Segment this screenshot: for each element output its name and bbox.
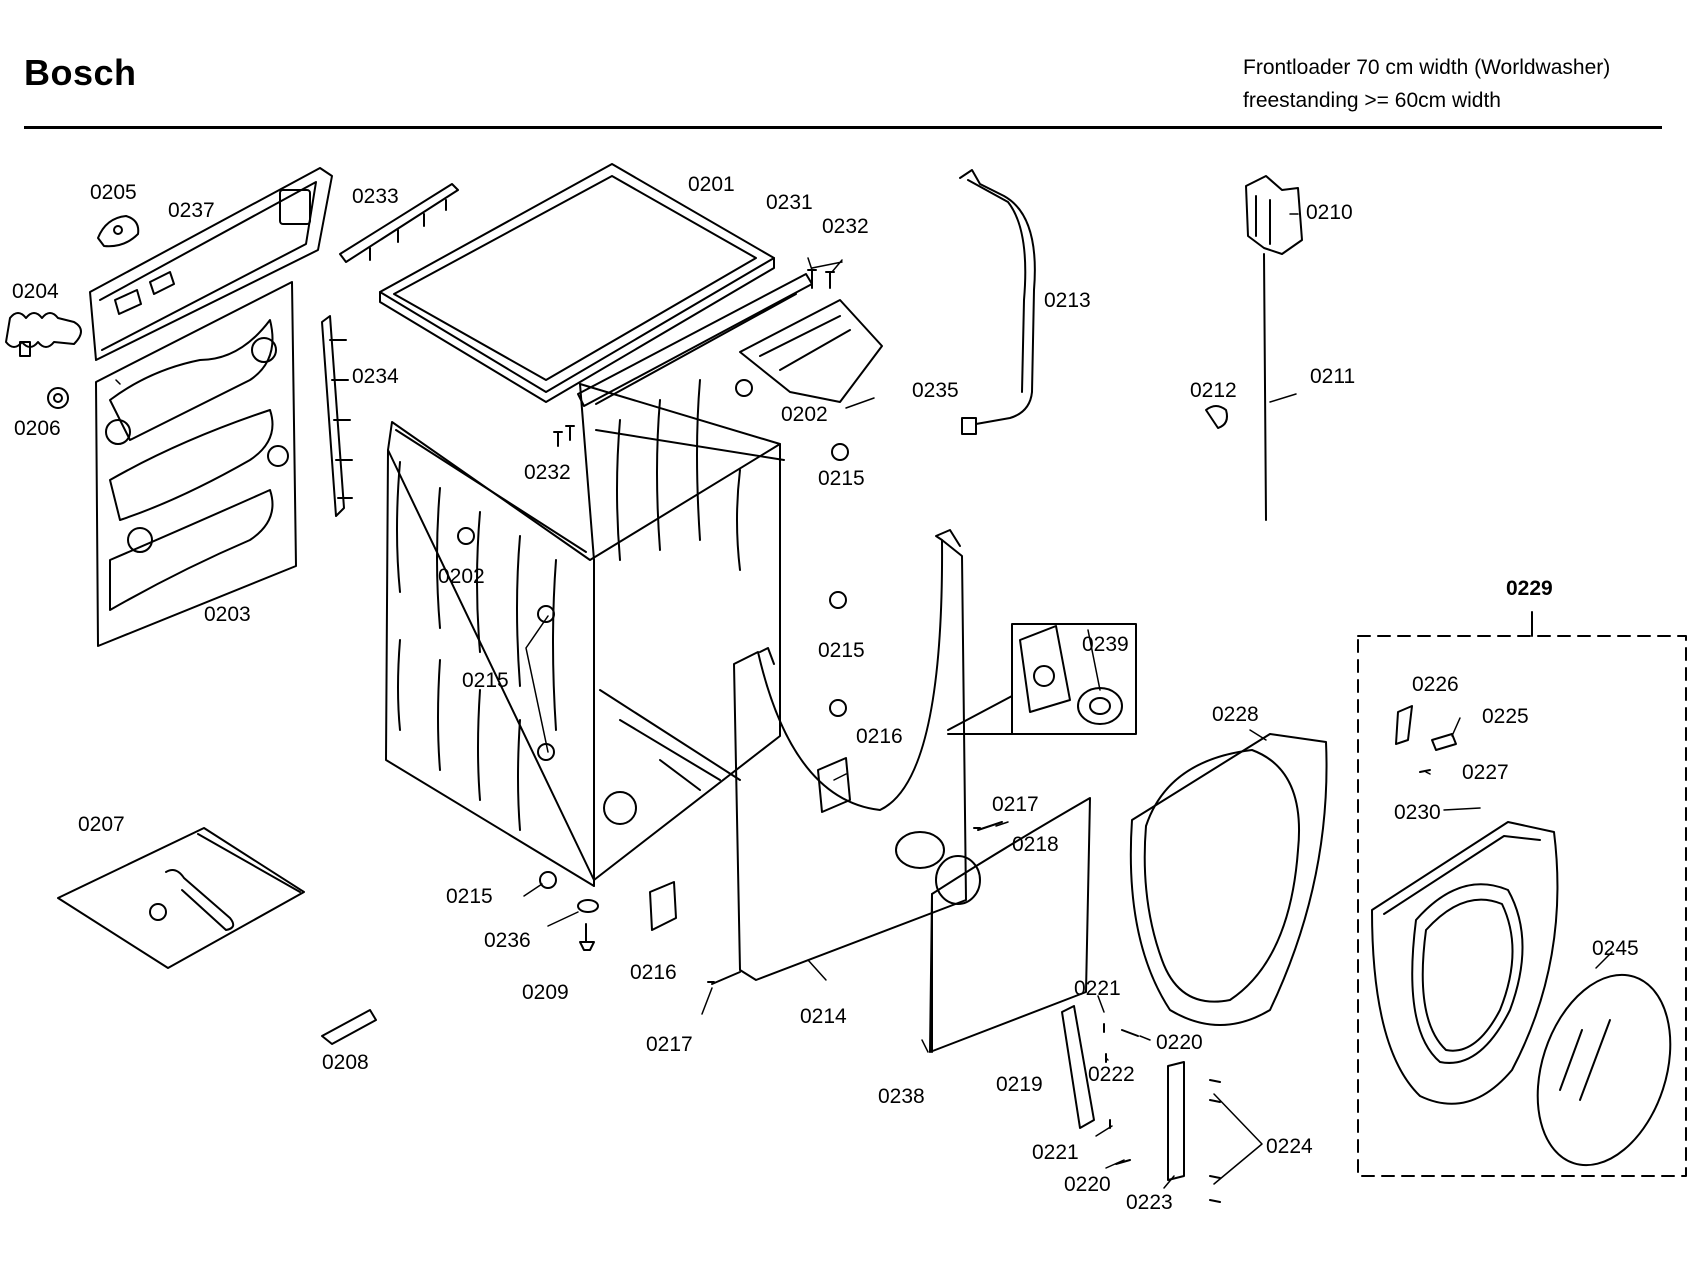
part-label-0225: 0225 xyxy=(1482,705,1529,728)
front-panel-part xyxy=(733,529,967,981)
part-label-0237: 0237 xyxy=(168,199,215,222)
part-label-0233: 0233 xyxy=(352,185,399,208)
part-label-0201: 0201 xyxy=(688,173,735,196)
side-strut-part-0234 xyxy=(321,315,353,517)
part-label-0206: 0206 xyxy=(14,417,61,440)
door-catch-part-0226 xyxy=(1395,705,1457,773)
part-label-0226: 0226 xyxy=(1412,673,1459,696)
part-label-0213: 0213 xyxy=(1044,289,1091,312)
part-label-0218: 0218 xyxy=(1012,833,1059,856)
rear-top-panel-part xyxy=(89,167,333,361)
small-screws-part xyxy=(1103,1023,1221,1203)
part-label-0215: 0215 xyxy=(462,669,509,692)
spring-coupling-part xyxy=(5,312,82,357)
model-subtitle-line1: Frontloader 70 cm width (Worldwasher) xyxy=(1243,56,1611,79)
foot-part-0209 xyxy=(577,899,599,951)
screw-part-0217 xyxy=(707,821,1003,985)
part-label-0214: 0214 xyxy=(800,1005,847,1028)
part-label-0235: 0235 xyxy=(912,379,959,402)
door-lock-part xyxy=(1245,175,1303,255)
clip-part-0208 xyxy=(321,1009,377,1045)
brand-title: Bosch xyxy=(24,52,137,93)
part-label-0216: 0216 xyxy=(630,961,677,984)
header-rule xyxy=(24,126,1662,129)
part-label-0231: 0231 xyxy=(766,191,813,214)
part-label-0221: 0221 xyxy=(1074,977,1121,1000)
part-label-0209: 0209 xyxy=(522,981,569,1004)
service-flap-part xyxy=(935,855,981,905)
part-label-0228: 0228 xyxy=(1212,703,1259,726)
part-label-0224: 0224 xyxy=(1266,1135,1313,1158)
rear-panel-part xyxy=(95,281,297,647)
part-label-0230: 0230 xyxy=(1394,801,1441,824)
mounting-bracket-part-0205 xyxy=(97,215,140,248)
part-label-0245: 0245 xyxy=(1592,937,1639,960)
part-label-0227: 0227 xyxy=(1462,761,1509,784)
part-label-0238: 0238 xyxy=(878,1085,925,1108)
part-label-0229: 0229 xyxy=(1506,577,1553,600)
part-label-0217: 0217 xyxy=(992,793,1039,816)
part-label-0222: 0222 xyxy=(1088,1063,1135,1086)
part-label-0216: 0216 xyxy=(856,725,903,748)
part-label-0223: 0223 xyxy=(1126,1191,1173,1214)
part-label-0219: 0219 xyxy=(996,1073,1043,1096)
leader-lines xyxy=(115,213,1613,1189)
part-label-0207: 0207 xyxy=(78,813,125,836)
door-ring-part xyxy=(1371,821,1559,1105)
wiring-cable-part xyxy=(959,169,1036,435)
part-label-0232: 0232 xyxy=(822,215,869,238)
cabinet-frame-part xyxy=(385,379,785,887)
hinge-plate-part-0223 xyxy=(1167,1061,1185,1181)
door-glass-part xyxy=(1536,973,1672,1167)
part-label-0204: 0204 xyxy=(12,280,59,303)
part-label-0212: 0212 xyxy=(1190,379,1237,402)
part-label-0239: 0239 xyxy=(1082,633,1129,656)
part-label-0234: 0234 xyxy=(352,365,399,388)
part-label-0203: 0203 xyxy=(204,603,251,626)
part-label-0208: 0208 xyxy=(322,1051,369,1074)
part-label-0220: 0220 xyxy=(1064,1173,1111,1196)
part-label-0202: 0202 xyxy=(438,565,485,588)
part-label-0202: 0202 xyxy=(781,403,828,426)
cap-part-0206 xyxy=(47,387,69,409)
part-label-0211: 0211 xyxy=(1310,365,1356,388)
worktop-part xyxy=(379,163,775,403)
bracket-rail-part-0235 xyxy=(739,299,883,403)
hinge-bracket-part-0216 xyxy=(649,757,851,931)
front-cover-plate-part xyxy=(929,797,1091,1053)
part-label-0210: 0210 xyxy=(1306,201,1353,224)
door-frame-part xyxy=(1129,733,1328,1026)
part-label-0232: 0232 xyxy=(524,461,571,484)
part-label-0236: 0236 xyxy=(484,929,531,952)
door-assembly-group-0229 xyxy=(1357,611,1687,1177)
part-label-0205: 0205 xyxy=(90,181,137,204)
part-label-0221: 0221 xyxy=(1032,1141,1079,1164)
part-label-0217: 0217 xyxy=(646,1033,693,1056)
release-rod-part xyxy=(1263,253,1267,521)
rod-clip-part xyxy=(1205,405,1228,429)
part-label-0220: 0220 xyxy=(1156,1031,1203,1054)
model-subtitle-line2: freestanding >= 60cm width xyxy=(1243,89,1501,112)
part-label-0215: 0215 xyxy=(818,639,865,662)
isolator-pad-part-0215 xyxy=(457,379,849,889)
part-label-0215: 0215 xyxy=(446,885,493,908)
top-rail-part-0233 xyxy=(339,183,459,263)
door-hinge-part-0219 xyxy=(1061,1005,1095,1129)
accessory-bag-part xyxy=(57,827,305,969)
part-label-0215: 0215 xyxy=(818,467,865,490)
